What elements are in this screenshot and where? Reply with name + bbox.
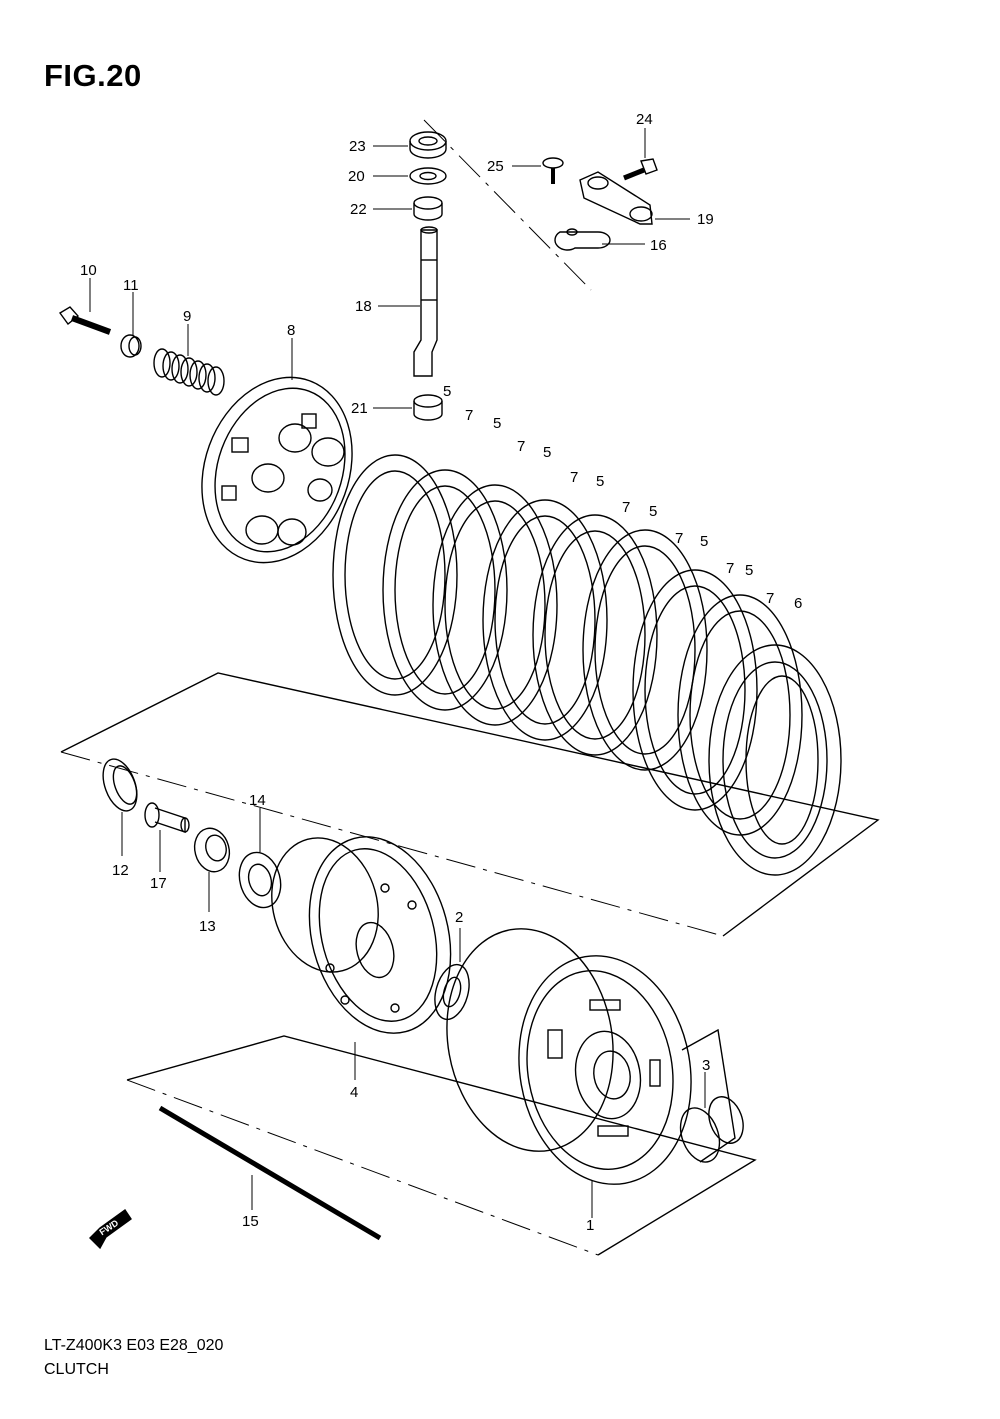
callout-23: 23 xyxy=(349,138,366,155)
plate-group-axis xyxy=(60,751,724,937)
callout-5g: 5 xyxy=(745,562,753,579)
push-rod-15 xyxy=(158,1105,382,1241)
bearing-12 xyxy=(102,758,138,812)
callout-7g: 7 xyxy=(766,590,774,607)
clutch-hub-4 xyxy=(271,836,452,1034)
plate-6 xyxy=(708,644,842,876)
callout-7d: 7 xyxy=(622,499,630,516)
washer-14 xyxy=(238,851,282,909)
release-shaft-18 xyxy=(413,226,438,377)
section-name: CLUTCH xyxy=(44,1361,109,1378)
callout-8: 8 xyxy=(287,322,295,339)
callout-13: 13 xyxy=(199,918,216,935)
plate-16 xyxy=(554,228,611,251)
callout-2: 2 xyxy=(455,909,463,926)
callout-15: 15 xyxy=(242,1213,259,1230)
callout-19: 19 xyxy=(697,211,714,228)
callout-4: 4 xyxy=(350,1084,358,1101)
callout-1: 1 xyxy=(586,1217,594,1234)
callout-5f: 5 xyxy=(700,533,708,550)
callout-21: 21 xyxy=(351,400,368,417)
spring-9 xyxy=(153,348,225,396)
callout-24: 24 xyxy=(636,111,653,128)
washer-20 xyxy=(409,167,447,185)
nut-13 xyxy=(193,827,231,873)
bearing-22 xyxy=(413,196,443,221)
callout-7a: 7 xyxy=(465,407,473,424)
callout-5c: 5 xyxy=(543,444,551,461)
callout-5d: 5 xyxy=(596,473,604,490)
housing-group-axis xyxy=(126,1079,599,1256)
callout-10: 10 xyxy=(80,262,97,279)
plate-group-outline xyxy=(60,672,880,937)
callout-20: 20 xyxy=(348,168,365,185)
callout-9: 9 xyxy=(183,308,191,325)
spacer-3 xyxy=(679,1028,744,1163)
callout-25: 25 xyxy=(487,158,504,175)
callout-5a: 5 xyxy=(443,383,451,400)
clutch-housing-1 xyxy=(446,928,692,1185)
callout-18: 18 xyxy=(355,298,372,315)
bearing-23 xyxy=(409,131,447,159)
clutch-plate-stack xyxy=(332,454,842,876)
callout-12: 12 xyxy=(112,862,129,879)
callout-14: 14 xyxy=(249,792,266,809)
sleeve-17 xyxy=(144,802,190,833)
fwd-direction-arrow xyxy=(89,1209,132,1250)
pressure-plate-8 xyxy=(201,376,353,564)
callout-7f: 7 xyxy=(726,560,734,577)
model-code: LT-Z400K3 E03 E28_020 xyxy=(44,1337,224,1354)
callout-3: 3 xyxy=(702,1057,710,1074)
callout-5b: 5 xyxy=(493,415,501,432)
callout-5e: 5 xyxy=(649,503,657,520)
washer-11 xyxy=(120,334,142,358)
bolt-24 xyxy=(623,158,658,181)
callout-7b: 7 xyxy=(517,438,525,455)
bolt-10 xyxy=(58,306,112,335)
callout-22: 22 xyxy=(350,201,367,218)
callout-11: 11 xyxy=(123,277,139,294)
release-lever-19 xyxy=(579,171,653,225)
callout-17: 17 xyxy=(150,875,167,892)
screw-25 xyxy=(542,157,564,184)
bearing-21 xyxy=(413,394,443,421)
release-bracket-line xyxy=(423,119,592,291)
callout-7c: 7 xyxy=(570,469,578,486)
callout-7e: 7 xyxy=(675,530,683,547)
figure-title: FIG.20 xyxy=(44,58,142,93)
housing-group-outline xyxy=(126,1035,757,1256)
callout-6: 6 xyxy=(794,595,802,612)
callout-16: 16 xyxy=(650,237,667,254)
